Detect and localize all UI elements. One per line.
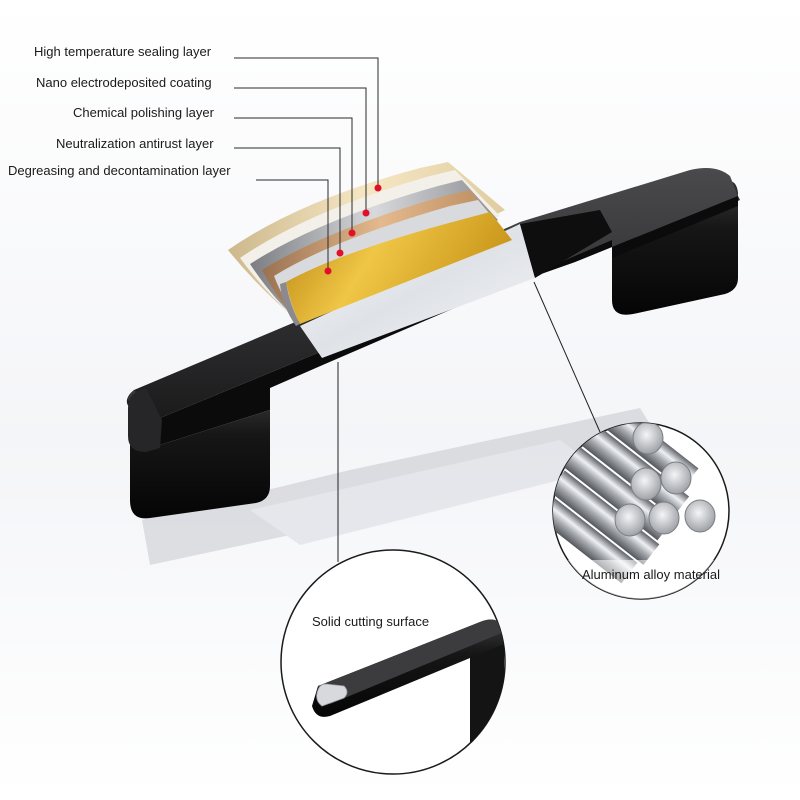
material-callout-circle	[552, 422, 730, 600]
cutting-surface-label: Solid cutting surface	[312, 614, 430, 629]
layer-label-sealing: High temperature sealing layer	[34, 44, 212, 59]
aluminum-rods	[553, 423, 729, 599]
peeled-layers	[228, 162, 512, 326]
cabinet-handle	[126, 57, 740, 562]
layer-label-nano-coating: Nano electrodeposited coating	[36, 75, 212, 90]
layer-markers	[324, 184, 382, 275]
layer-label-degreasing: Degreasing and decontamination layer	[8, 163, 231, 178]
exposed-aluminum	[300, 224, 535, 358]
material-leader	[533, 281, 601, 433]
left-leg	[127, 390, 270, 519]
layer-label-antirust: Neutralization antirust layer	[56, 136, 214, 151]
layer-label-polishing: Chemical polishing layer	[73, 105, 214, 120]
handle-bar-front	[160, 196, 738, 445]
layer-leader-lines	[234, 57, 379, 270]
cutting-callout-circle	[280, 549, 506, 775]
cut-surface	[316, 683, 348, 707]
material-label: Aluminum alloy material	[582, 567, 720, 582]
